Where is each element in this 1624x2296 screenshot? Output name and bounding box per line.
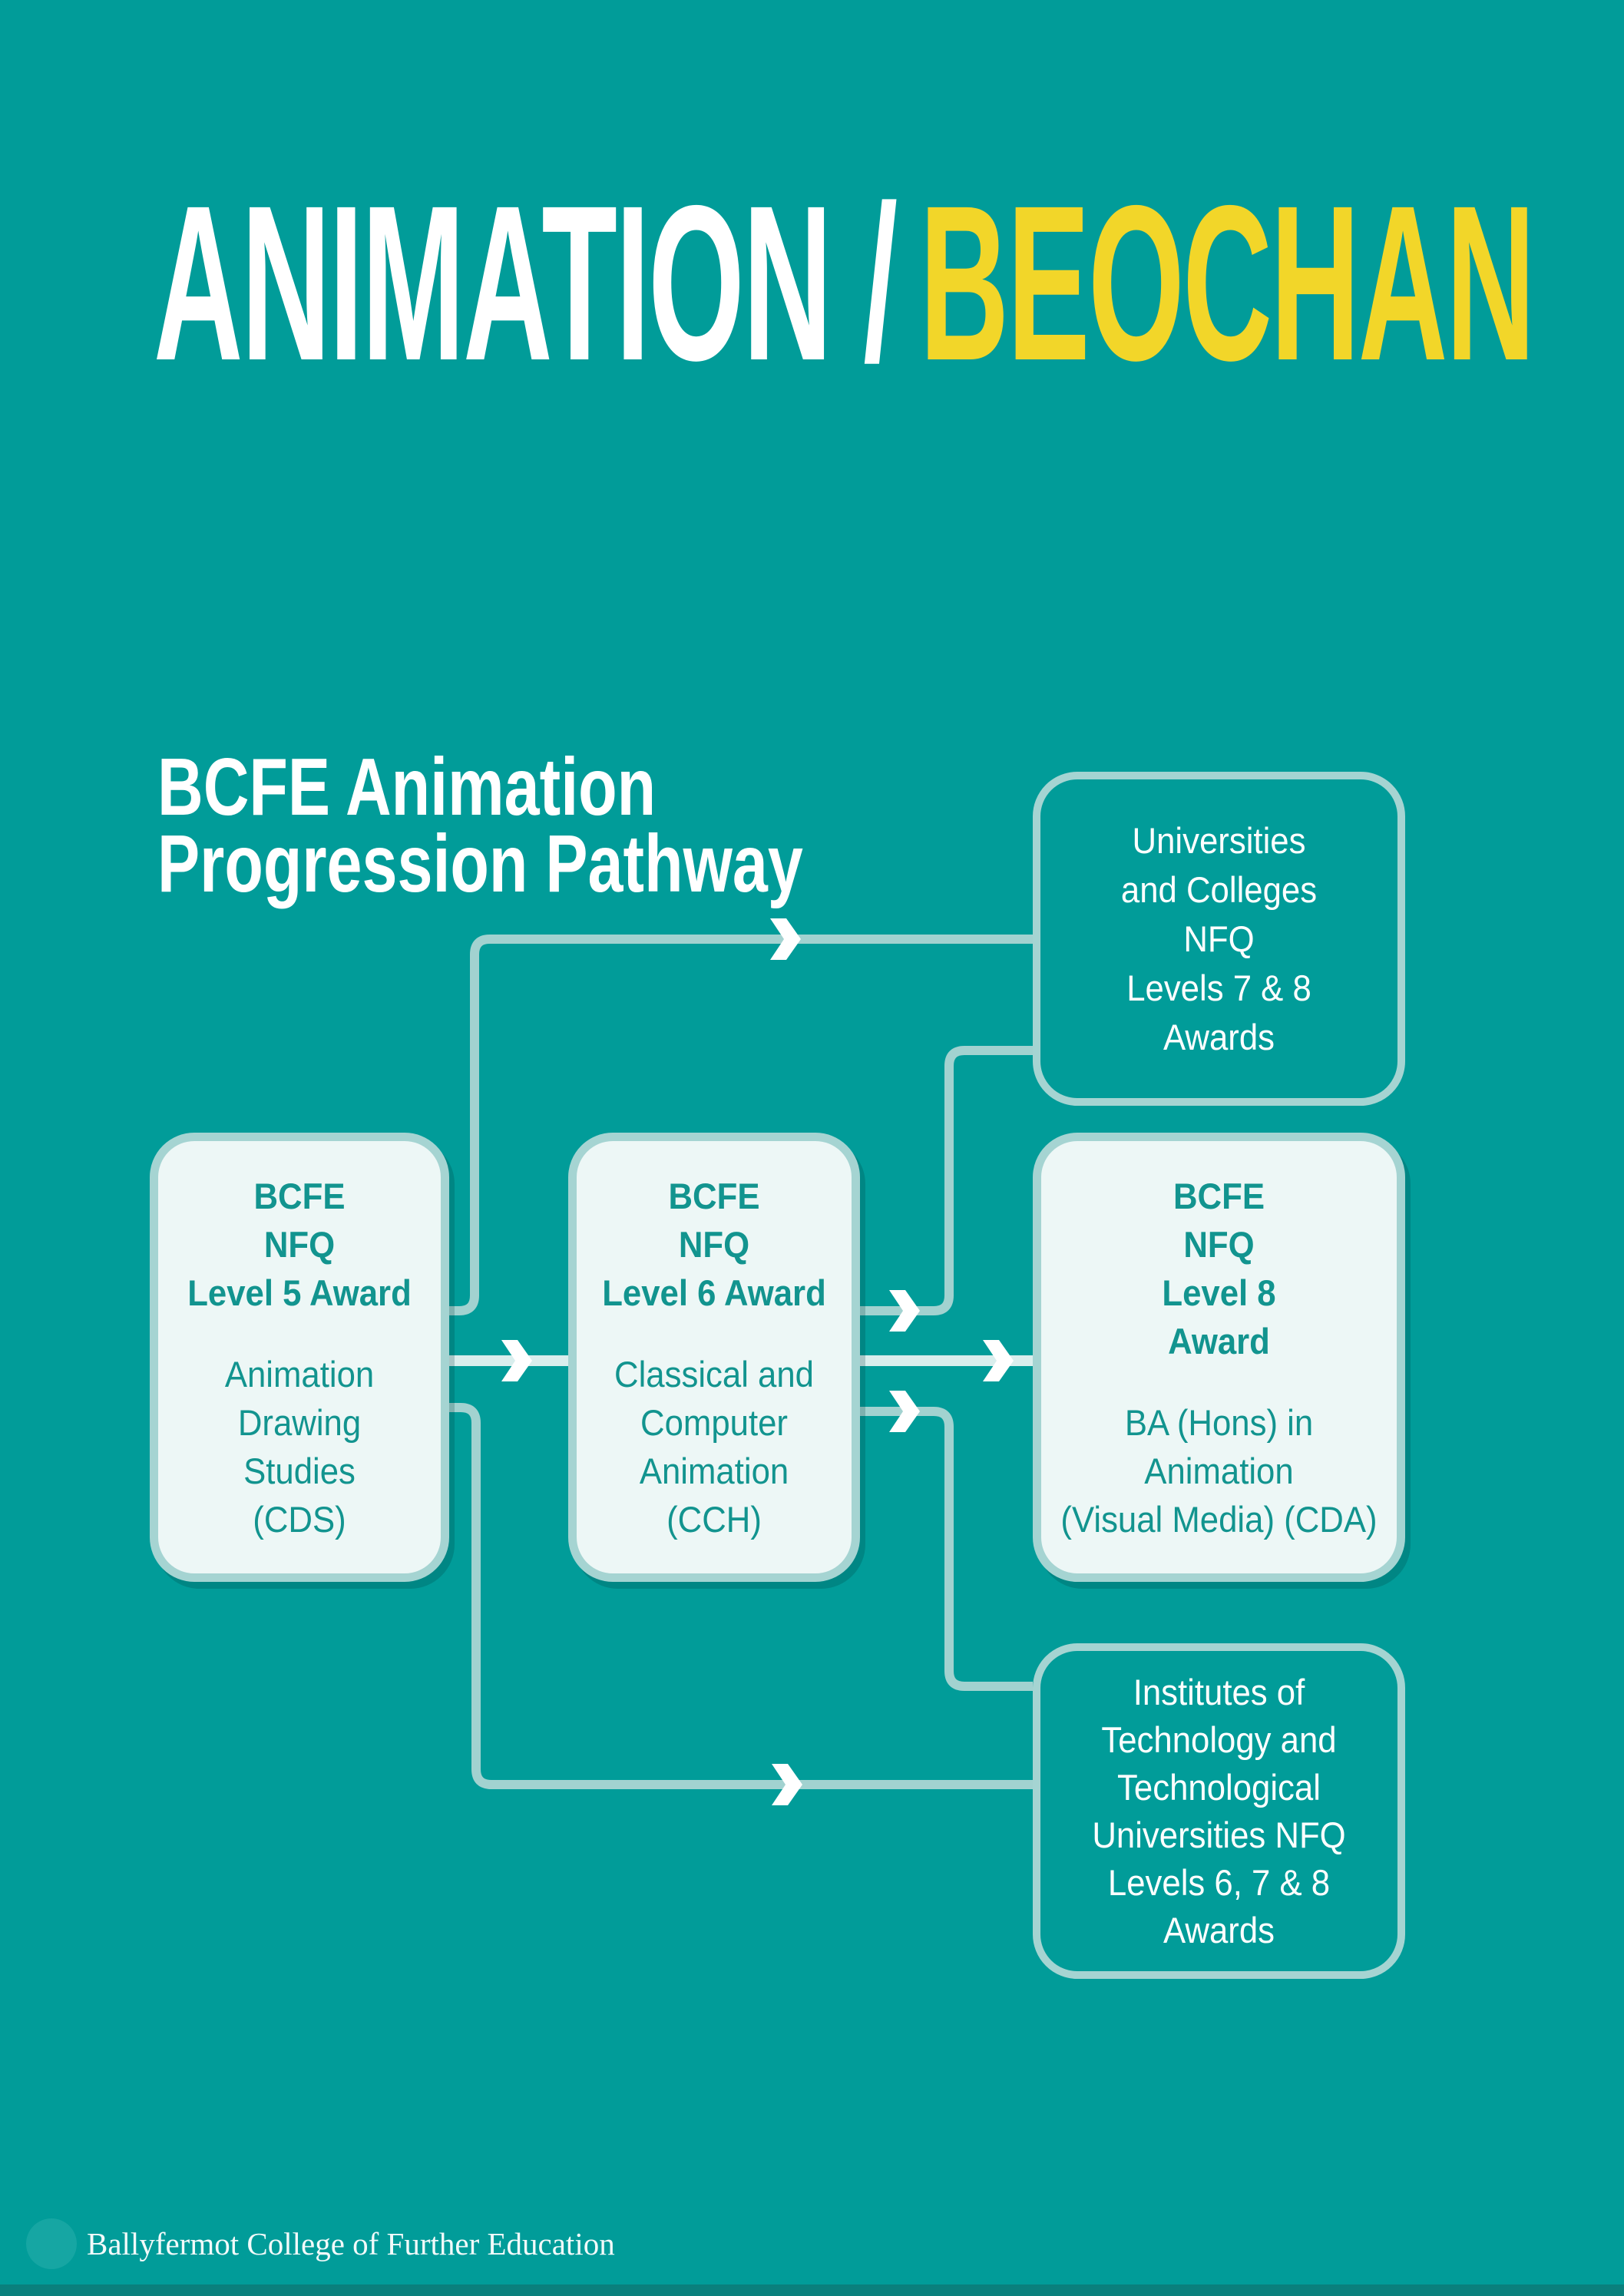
institutes-line: Awards	[1163, 1909, 1275, 1950]
arrow-chevron-level5-level6-icon	[501, 1340, 532, 1381]
universities-line: Levels 7 & 8	[1126, 967, 1311, 1008]
universities-line: and Colleges	[1120, 868, 1318, 910]
body-line: (Visual Media) (CDA)	[1060, 1498, 1378, 1540]
universities-line: NFQ	[1183, 918, 1255, 959]
level6-course: Classical and Computer Animation (CCH)	[614, 1350, 814, 1543]
heading-line: BCFE	[253, 1175, 346, 1216]
arrow-chevron-level6-up-icon	[889, 1290, 920, 1332]
page-bottom-edge	[0, 2284, 1624, 2296]
heading-line: Award	[1168, 1320, 1270, 1361]
arrow-chevron-level6-level8-icon	[983, 1340, 1014, 1381]
heading-line: NFQ	[678, 1223, 750, 1265]
institutes-line: Levels 6, 7 & 8	[1107, 1861, 1331, 1903]
heading-line: Level 8	[1162, 1272, 1276, 1313]
institutes-line: Institutes of	[1133, 1671, 1305, 1712]
level6-heading: BCFE NFQ Level 6 Award	[602, 1172, 826, 1317]
arrow-chevron-bottom-icon	[772, 1764, 802, 1805]
institutes-line: Technology and	[1101, 1719, 1337, 1760]
body-line: Classical and	[614, 1353, 814, 1394]
arrow-chevron-top-icon	[770, 918, 801, 960]
institutes-line: Technological	[1117, 1766, 1321, 1808]
arrow-chevron-level6-down-icon	[889, 1391, 920, 1432]
institutes-line: Universities NFQ	[1092, 1814, 1346, 1855]
box-level8-award: BCFE NFQ Level 8 Award BA (Hons) in Anim…	[1033, 1133, 1405, 1582]
body-line: Animation	[639, 1450, 789, 1491]
heading-line: NFQ	[1183, 1223, 1255, 1265]
heading-line: Level 5 Award	[187, 1272, 412, 1313]
level5-heading: BCFE NFQ Level 5 Award	[187, 1172, 412, 1317]
body-line: Computer	[640, 1401, 788, 1443]
heading-line: BCFE	[668, 1175, 760, 1216]
level8-course: BA (Hons) in Animation (Visual Media) (C…	[1060, 1398, 1377, 1543]
box-level5-award: BCFE NFQ Level 5 Award Animation Drawing…	[150, 1133, 449, 1582]
level5-course: Animation Drawing Studies (CDS)	[225, 1350, 374, 1543]
connector-level5-to-institutes	[449, 1403, 1033, 1789]
box-universities-colleges: Universities and Colleges NFQ Levels 7 &…	[1033, 772, 1405, 1106]
page-title: ANIMATION / BEOCHAN	[154, 160, 1536, 407]
body-line: Drawing	[237, 1401, 362, 1443]
heading-line: BCFE	[1173, 1175, 1265, 1216]
connector-level5-to-universities	[449, 935, 1033, 1315]
footer-org-name: Ballyfermot College of Further Education	[87, 2226, 615, 2261]
box-institutes-technology: Institutes of Technology and Technologic…	[1033, 1643, 1405, 1979]
body-line: BA (Hons) in	[1124, 1401, 1314, 1443]
level8-heading: BCFE NFQ Level 8 Award	[1162, 1172, 1275, 1365]
connector-level6-to-universities	[860, 1046, 1033, 1315]
title-beochan: BEOCHAN	[919, 160, 1536, 407]
subtitle-line-2: Progression Pathway	[157, 819, 803, 909]
body-line: Studies	[243, 1450, 356, 1491]
universities-line: Awards	[1163, 1016, 1275, 1057]
body-line: (CDS)	[253, 1498, 346, 1540]
bcfe-logo-dot-icon	[26, 2218, 77, 2269]
universities-line: Universities	[1132, 819, 1306, 861]
diagram-subtitle: BCFE Animation Progression Pathway	[157, 742, 803, 909]
subtitle-line-1: BCFE Animation	[157, 742, 657, 832]
title-animation: ANIMATION /	[154, 160, 898, 407]
body-line: Animation	[1144, 1450, 1294, 1491]
body-line: Animation	[224, 1353, 375, 1394]
body-line: (CCH)	[666, 1498, 762, 1540]
heading-line: NFQ	[263, 1223, 336, 1265]
heading-line: Level 6 Award	[602, 1272, 826, 1313]
box-level6-award: BCFE NFQ Level 6 Award Classical and Com…	[568, 1133, 860, 1582]
connector-level6-to-institutes	[860, 1407, 1033, 1691]
